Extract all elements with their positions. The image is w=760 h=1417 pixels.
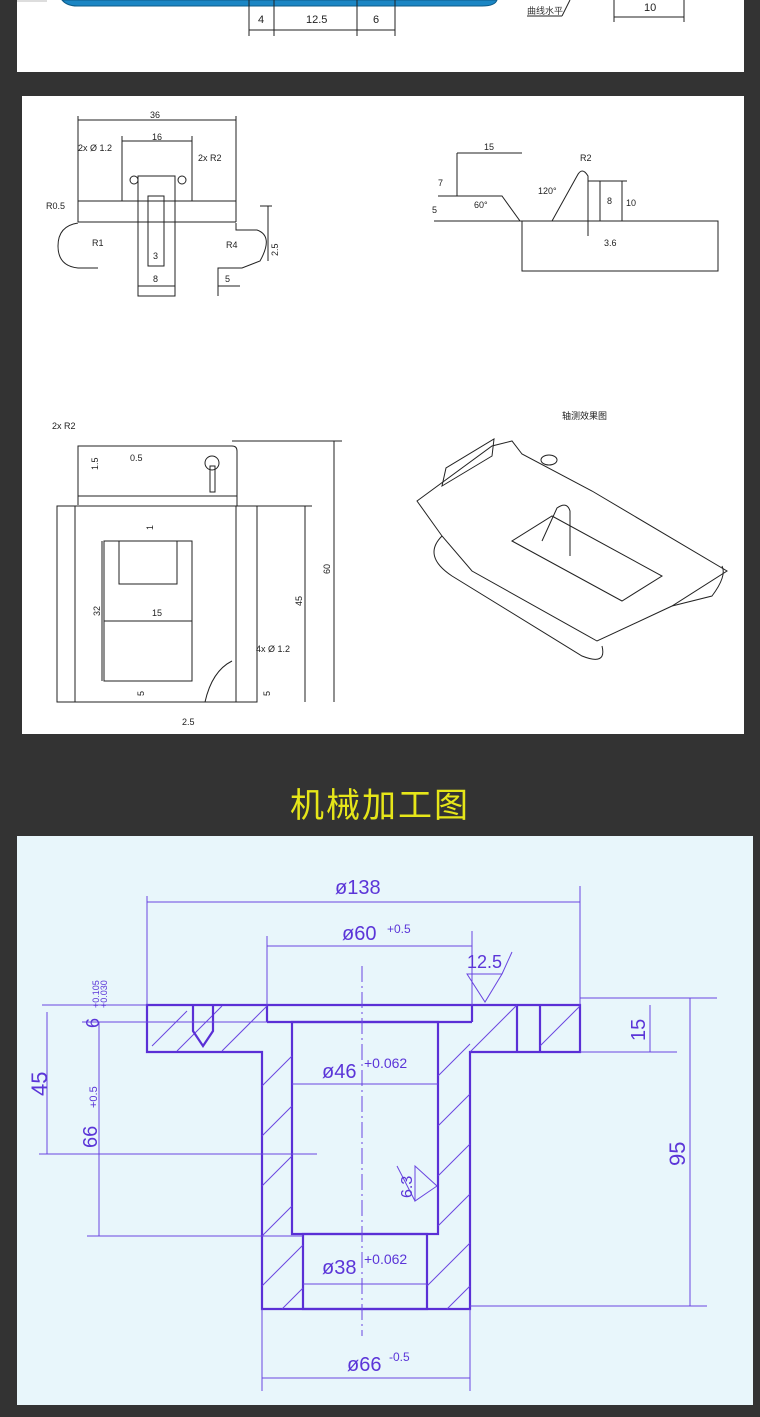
dim-36: 36 xyxy=(150,110,160,120)
dim-h6-tol-top: +0.105 xyxy=(91,980,101,1008)
dim-2x-r2: 2x R2 xyxy=(52,421,76,431)
dim-5-left: 5 xyxy=(136,691,146,696)
dim-h45: 45 xyxy=(27,1072,52,1096)
dim-16: 16 xyxy=(152,132,162,142)
front-view: 36 16 2x Ø 1.2 2x R2 R0.5 R1 R4 2.5 3 8 … xyxy=(46,110,280,297)
dim-r0-5: R0.5 xyxy=(46,201,65,211)
sheet-metal-drawing-svg: 36 16 2x Ø 1.2 2x R2 R0.5 R1 R4 2.5 3 8 … xyxy=(46,110,728,727)
dim-8: 8 xyxy=(607,196,612,206)
dim-2-5: 2.5 xyxy=(270,243,280,256)
dim-1-5: 1.5 xyxy=(90,457,100,470)
dim-5-right: 5 xyxy=(262,691,272,696)
top-drawing-panel: 4 12.5 6 10 曲线水平 xyxy=(17,0,744,72)
dim-2-5: 2.5 xyxy=(182,717,195,727)
sheet-metal-drawing-panel: 36 16 2x Ø 1.2 2x R2 R0.5 R1 R4 2.5 3 8 … xyxy=(22,96,744,734)
top-drawing-svg xyxy=(17,0,685,36)
flat-view: 2x R2 1.5 0.5 1 32 15 45 60 4x Ø 1.2 5 5… xyxy=(52,421,342,727)
dim-d46-tol: +0.062 xyxy=(364,1055,407,1071)
side-view: 15 R2 7 5 60° 120° 8 10 3.6 xyxy=(432,142,719,272)
dim-5: 5 xyxy=(432,205,437,215)
dim-h6: 6 xyxy=(83,1018,103,1028)
dim-4: 4 xyxy=(258,14,265,26)
dim-2x-r2: 2x R2 xyxy=(198,153,222,163)
dim-0-5: 0.5 xyxy=(130,453,143,463)
dim-5: 5 xyxy=(225,274,230,284)
dim-7: 7 xyxy=(438,178,443,188)
dim-60: 60 xyxy=(322,564,332,574)
surface-roughness-12-5: 12.5 xyxy=(467,952,502,972)
note-curve-level: 曲线水平 xyxy=(527,7,564,17)
iso-view: 轴测效果图 xyxy=(416,410,728,660)
dim-45: 45 xyxy=(294,596,304,606)
dim-h6-tol-bot: +0.030 xyxy=(99,980,109,1008)
dim-60-deg: 60° xyxy=(474,200,488,210)
dim-r2: R2 xyxy=(580,153,592,163)
dim-10: 10 xyxy=(644,2,657,14)
dim-32: 32 xyxy=(92,606,102,616)
section-title-machining-drawing: 机械加工图 xyxy=(290,786,470,826)
dim-d38-tol: +0.062 xyxy=(364,1251,407,1267)
surface-roughness-6-3: 6.3 xyxy=(399,1176,416,1198)
dim-d38: ø38 xyxy=(322,1257,356,1279)
dim-6: 6 xyxy=(373,14,380,26)
dim-r1: R1 xyxy=(92,238,104,248)
dim-h15: 15 xyxy=(628,1019,650,1041)
dim-15: 15 xyxy=(152,608,162,618)
dim-d66: ø66 xyxy=(347,1354,381,1376)
dim-d60-tol: +0.5 xyxy=(387,922,411,936)
dim-d66-tol: -0.5 xyxy=(389,1350,410,1364)
dim-r4: R4 xyxy=(226,240,238,250)
dim-h66-tol: +0.5 xyxy=(88,1086,100,1108)
machining-drawing-svg: ø138 ø60 +0.5 ø46 +0.062 ø38 +0.062 ø66 … xyxy=(27,877,717,1391)
dim-15: 15 xyxy=(484,142,494,152)
dim-3: 3 xyxy=(153,251,158,261)
dim-h66: 66 xyxy=(80,1126,102,1148)
dim-8: 8 xyxy=(153,274,158,284)
dim-d138: ø138 xyxy=(335,877,381,899)
iso-caption: 轴测效果图 xyxy=(562,410,607,421)
dim-1: 1 xyxy=(145,525,155,530)
machining-drawing-panel: ø138 ø60 +0.5 ø46 +0.062 ø38 +0.062 ø66 … xyxy=(17,836,753,1405)
dim-d46: ø46 xyxy=(322,1061,356,1083)
dim-d60: ø60 xyxy=(342,923,376,945)
dim-10: 10 xyxy=(626,198,636,208)
dim-12-5: 12.5 xyxy=(306,14,328,26)
dim-2x-d1-2: 2x Ø 1.2 xyxy=(78,143,112,153)
dim-3-6: 3.6 xyxy=(604,238,617,248)
dim-h95: 95 xyxy=(665,1142,690,1166)
dim-120-deg: 120° xyxy=(538,186,557,196)
dim-4x-d1-2: 4x Ø 1.2 xyxy=(256,644,290,654)
